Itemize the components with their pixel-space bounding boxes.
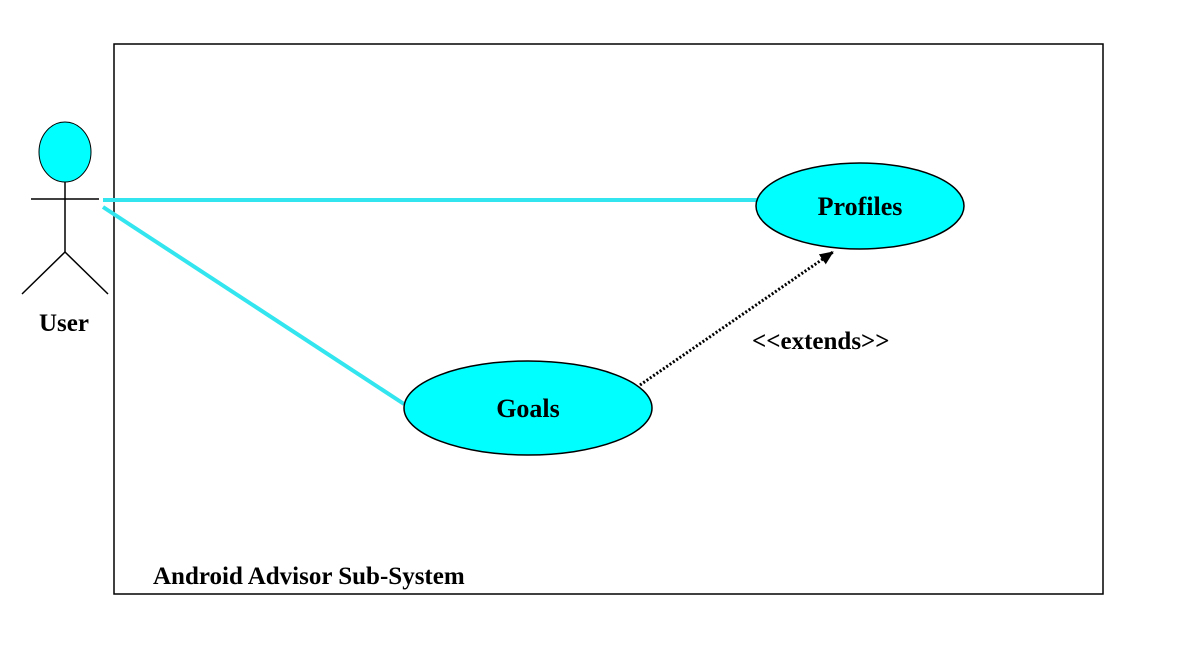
usecase-profiles[interactable]: Profiles (755, 162, 965, 250)
system-label: Android Advisor Sub-System (153, 563, 465, 590)
actor-left-leg (21, 251, 66, 295)
usecase-profiles-label: Profiles (818, 192, 903, 221)
usecase-goals-shape (403, 360, 653, 456)
usecase-profiles-shape (755, 162, 965, 250)
usecase-goals[interactable]: Goals (403, 360, 653, 456)
system-boundary (113, 43, 1104, 595)
actor-head (38, 121, 92, 183)
actor-label: User (39, 310, 89, 337)
usecase-goals-label: Goals (496, 394, 560, 423)
actor-user[interactable]: User (21, 121, 109, 337)
extends-arrow (639, 250, 834, 387)
actor-right-leg (64, 251, 109, 295)
extends-stereotype-label: <<extends>> (752, 328, 890, 355)
association-user-goals (101, 205, 406, 406)
